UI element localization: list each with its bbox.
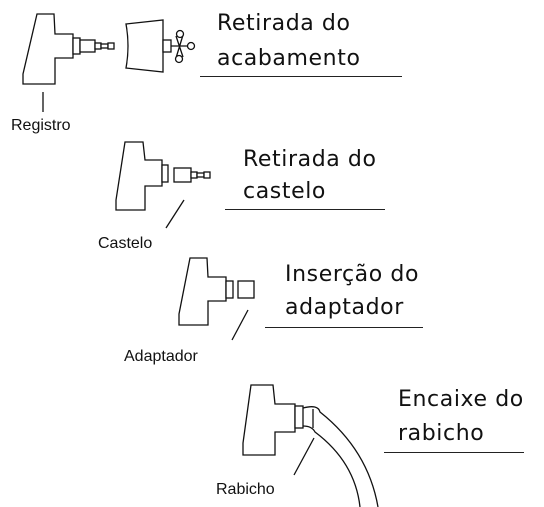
step2-title-line1: Retirada do [243, 147, 377, 172]
step4-title-line2: rabicho [398, 421, 485, 446]
handle-side-knob [186, 41, 196, 51]
castle-stem [190, 171, 198, 179]
handle-bottom-knob [174, 54, 184, 64]
valve-body-step3 [178, 257, 227, 326]
valve-stem-cap-step1 [107, 42, 115, 50]
flexible-hose-inner [302, 425, 361, 507]
castle-collar-step2 [161, 164, 169, 183]
flexible-hose-outer [302, 406, 379, 507]
castle-stem-cap [203, 171, 211, 179]
valve-stem-tip-step1 [94, 42, 102, 50]
leader-line-rabicho [293, 437, 315, 476]
step3-title-line1: Inserção do [285, 262, 420, 287]
valve-body-step2 [115, 141, 163, 211]
adapter-block [237, 280, 255, 299]
step2-title-line2: castelo [243, 179, 326, 204]
step4-underline [384, 452, 524, 453]
hose-collar-step4 [294, 405, 304, 429]
label-registro: Registro [11, 117, 71, 134]
handle-icon [171, 34, 190, 59]
step1-title-line1: Retirada do [217, 11, 351, 36]
valve-body-step1 [22, 13, 74, 85]
handle-top-knob [175, 29, 185, 39]
step3-underline [265, 327, 423, 328]
step1-underline [200, 76, 402, 77]
valve-stem-step1 [79, 39, 96, 53]
label-rabicho: Rabicho [216, 481, 275, 498]
step2-underline [225, 209, 385, 210]
valve-stem-collar-step1 [72, 37, 81, 55]
leader-line-castelo [165, 199, 185, 229]
leader-line-adaptador [231, 309, 249, 341]
step3-title-line2: adaptador [285, 295, 404, 320]
adapter-collar-step3 [225, 280, 234, 299]
label-adaptador: Adaptador [124, 348, 198, 365]
finish-trim-piece [125, 19, 164, 73]
castle-body [173, 167, 192, 183]
castle-stem-end [196, 172, 205, 178]
valve-body-step4 [242, 384, 296, 456]
valve-stem-end-step1 [100, 43, 109, 49]
label-castelo: Castelo [98, 235, 153, 252]
step1-title-line2: acabamento [217, 46, 361, 71]
finish-trim-neck [162, 39, 172, 53]
step4-title-line1: Encaixe do [398, 387, 524, 412]
